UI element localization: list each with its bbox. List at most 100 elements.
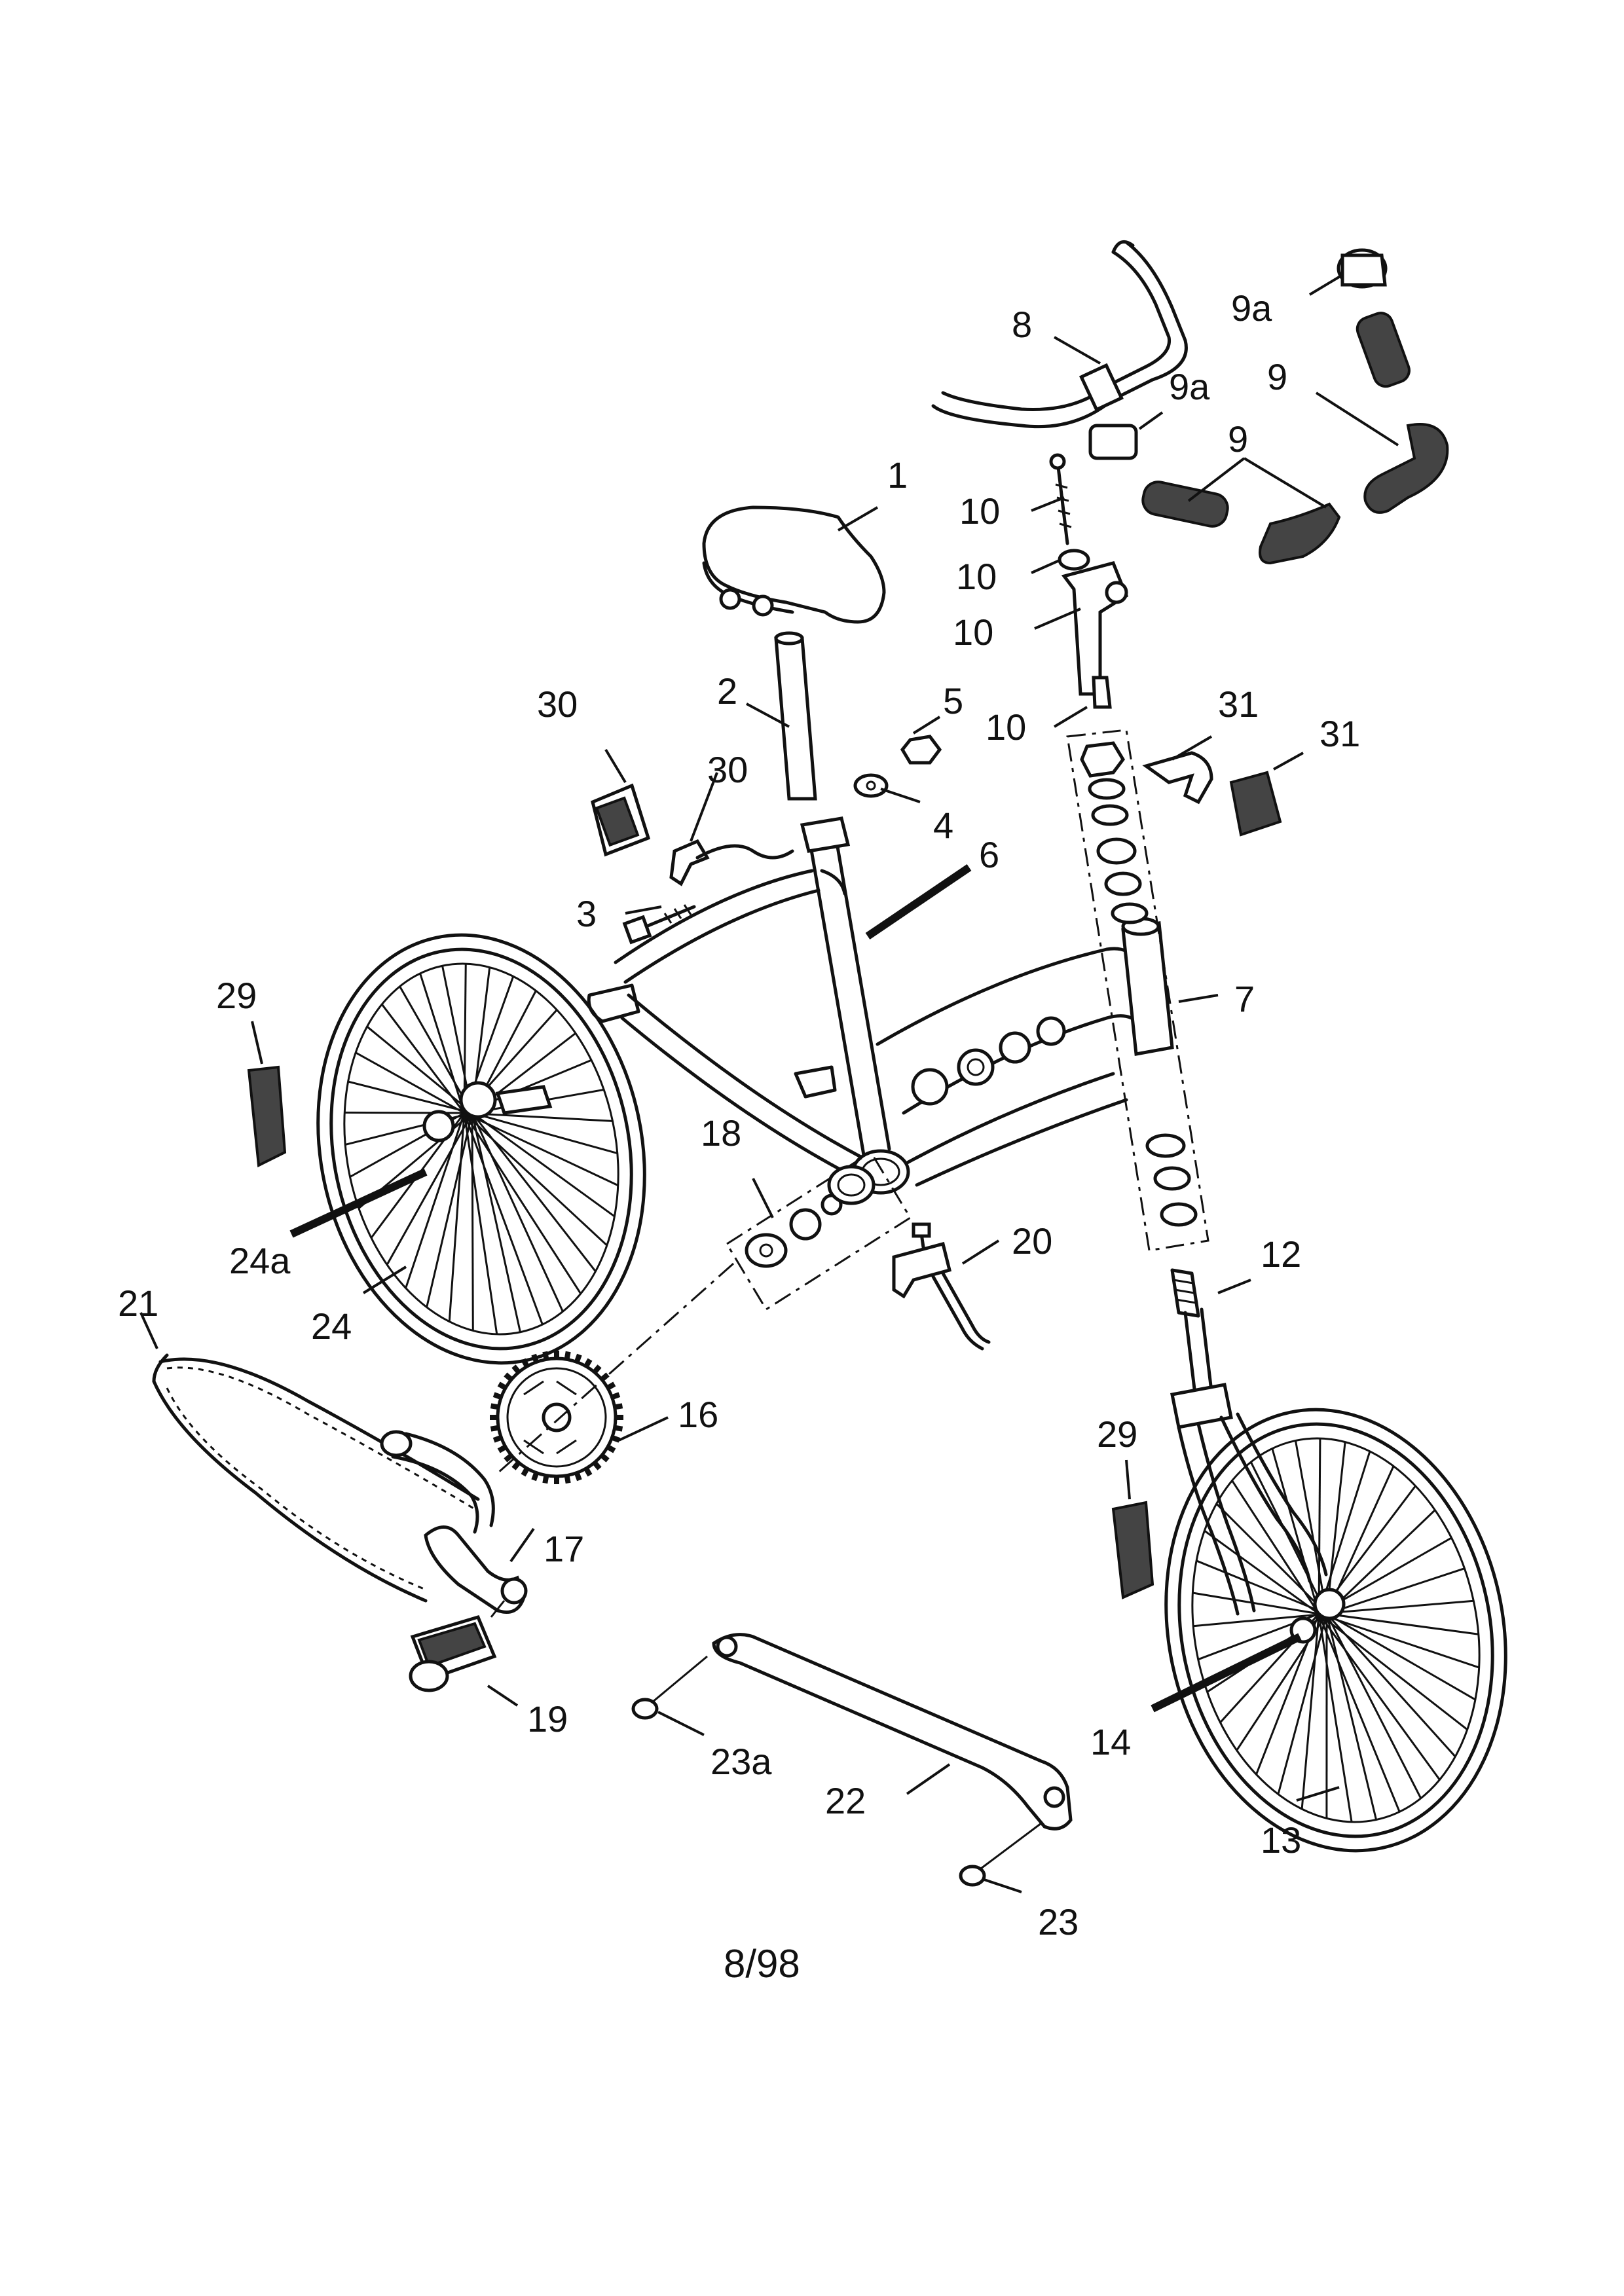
rear-wheel-icon: [316, 933, 646, 1365]
chainring-tooth: [542, 1351, 549, 1360]
chainring-tooth: [592, 1364, 602, 1374]
chainring-icon: [490, 1351, 623, 1484]
chainring-tooth: [492, 1435, 502, 1443]
chain-guard-icon: [631, 1633, 1073, 1887]
chainring-tooth: [583, 1358, 593, 1368]
label-part-10-a: 10: [959, 490, 1000, 532]
chain-icon: [152, 1353, 480, 1603]
chainring-tooth: [592, 1461, 602, 1470]
leader-lines: [139, 274, 1399, 1893]
spoke: [419, 973, 466, 1114]
chainring-tooth: [614, 1403, 623, 1410]
spoke: [1231, 1480, 1320, 1614]
spoke: [1326, 1613, 1479, 1635]
handlebar-icon: [931, 240, 1188, 429]
label-part-9a-mid: 9a: [1169, 366, 1210, 407]
chainring-tooth: [497, 1444, 507, 1453]
spoke: [1318, 1613, 1353, 1823]
label-part-17: 17: [544, 1528, 584, 1569]
label-part-21: 21: [118, 1283, 158, 1324]
label-part-30-top: 30: [537, 683, 578, 725]
spoke: [1326, 1613, 1476, 1701]
spoke: [471, 1112, 618, 1155]
label-part-9-mid: 9: [1228, 418, 1248, 460]
spoke: [1318, 1613, 1401, 1812]
spoke: [1277, 1613, 1328, 1795]
spoke: [471, 1112, 597, 1272]
chainring-tooth: [564, 1474, 571, 1484]
stem-icon: [1049, 453, 1129, 709]
frame-icon: [587, 816, 1174, 1195]
spoke: [1318, 1438, 1321, 1614]
spoke: [399, 985, 473, 1114]
spoke: [1215, 1503, 1328, 1615]
crank-icon: [380, 1430, 528, 1614]
reflector-icon: [591, 783, 794, 886]
spoke: [463, 1112, 498, 1335]
spoke: [1318, 1599, 1474, 1615]
chainring-tooth: [564, 1351, 571, 1360]
chainring-tooth: [521, 1467, 530, 1477]
label-part-24: 24: [311, 1305, 352, 1347]
spoke: [1301, 1613, 1320, 1810]
spoke: [463, 1112, 582, 1294]
grip-icon: [1088, 248, 1449, 565]
spoke: [1318, 1613, 1480, 1669]
chainring-tooth: [504, 1453, 513, 1463]
spoke: [448, 1112, 466, 1322]
label-part-3: 3: [576, 893, 597, 934]
seat-bolt-icon: [622, 735, 942, 945]
label-part-5: 5: [943, 680, 963, 721]
spoke: [1325, 1442, 1346, 1614]
label-part-2: 2: [717, 670, 737, 712]
label-part-23: 23: [1038, 1901, 1079, 1942]
spoke: [1325, 1509, 1436, 1615]
spoke: [1193, 1613, 1327, 1628]
spoke: [355, 1051, 465, 1114]
fork-icon: [1170, 1268, 1328, 1616]
label-part-9-top: 9: [1267, 356, 1287, 397]
saddle-icon: [702, 505, 886, 624]
chainring-tooth: [511, 1461, 521, 1470]
spoke: [1294, 1440, 1328, 1614]
label-part-31-left: 31: [1218, 683, 1259, 725]
chainring-tooth: [614, 1425, 623, 1432]
chainring-tooth: [574, 1472, 582, 1482]
spoke: [1204, 1529, 1320, 1615]
label-part-10-d: 10: [986, 706, 1026, 748]
label-part-13: 13: [1261, 1819, 1301, 1861]
chainring-tooth: [490, 1403, 500, 1410]
chainring-tooth: [606, 1444, 616, 1453]
chainring-tooth: [497, 1381, 507, 1391]
part-labels: 1 2 3 4 5 6 7 8 9a 9a 9 9 10 10 10 10 12…: [118, 287, 1360, 1942]
label-part-18: 18: [701, 1112, 741, 1154]
spoke: [1326, 1567, 1465, 1615]
chainring-tooth: [583, 1467, 593, 1477]
spoke: [1271, 1448, 1320, 1614]
chainring-tooth: [611, 1392, 621, 1400]
chainring-tooth: [504, 1372, 513, 1382]
label-part-8: 8: [1012, 304, 1032, 345]
label-part-22: 22: [825, 1780, 866, 1821]
chainring-tooth: [542, 1474, 549, 1484]
label-part-4: 4: [933, 805, 953, 846]
seat-post-icon: [774, 631, 817, 801]
label-part-19: 19: [527, 1698, 568, 1740]
chainring-tooth: [492, 1392, 502, 1400]
label-part-1: 1: [887, 454, 908, 496]
label-part-9a-top: 9a: [1231, 287, 1272, 329]
spoke: [386, 1112, 473, 1266]
spoke: [1325, 1613, 1456, 1758]
bottom-bracket-bearings-icon: [725, 1150, 912, 1311]
label-part-24a: 24a: [229, 1240, 291, 1281]
kickstand-icon: [892, 1222, 991, 1351]
spoke: [1325, 1613, 1422, 1799]
label-part-23a: 23a: [710, 1741, 772, 1782]
spoke: [471, 1112, 474, 1331]
spoke: [381, 1004, 466, 1114]
label-part-29-left: 29: [216, 975, 257, 1016]
spoke: [471, 1112, 564, 1312]
chainring-tooth: [600, 1453, 610, 1463]
label-part-12: 12: [1261, 1233, 1301, 1275]
